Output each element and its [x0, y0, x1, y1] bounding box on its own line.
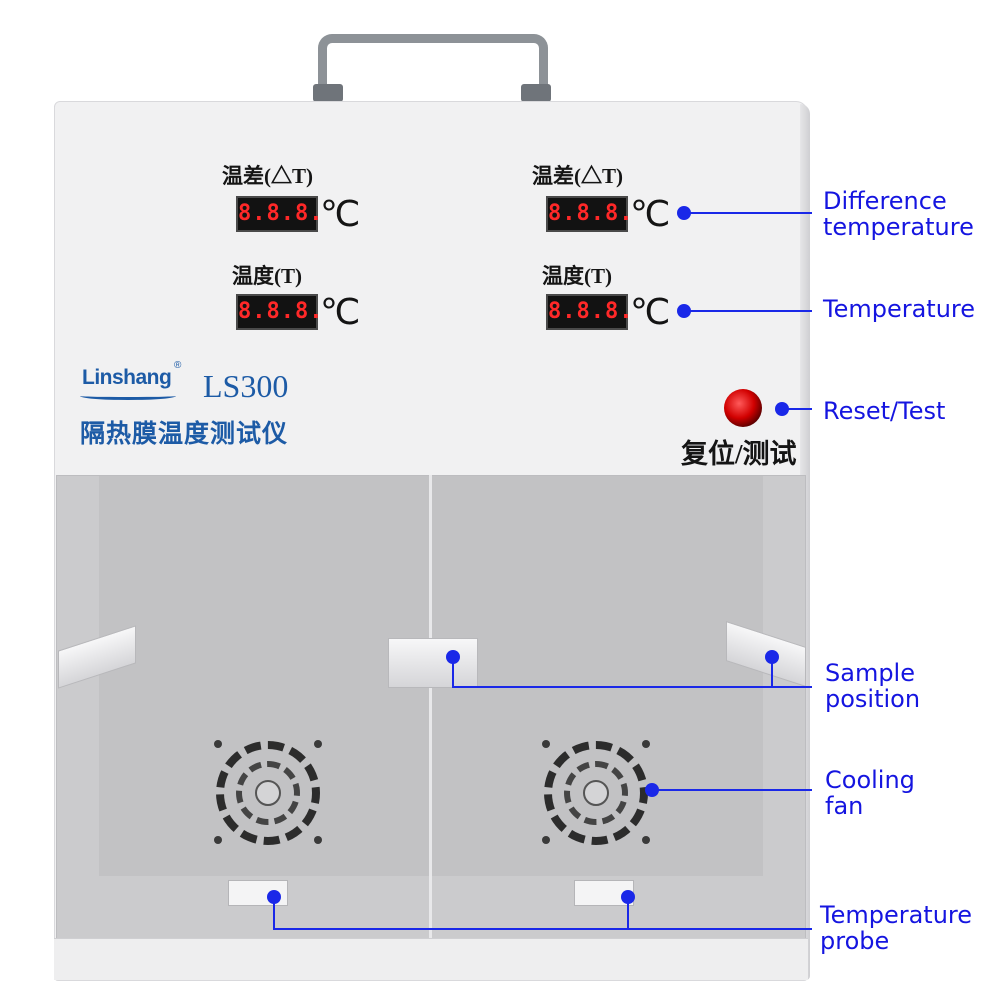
left-delta-display: 8.8.8. [236, 196, 322, 232]
handle-mount-left [313, 84, 343, 102]
left-cooling-fan-icon [216, 741, 320, 845]
callout-reset-test: Reset/Test [823, 397, 946, 425]
callout-temperature: Temperature [823, 295, 976, 323]
left-fan-screw [314, 836, 322, 844]
left-chamber [56, 475, 430, 940]
right-chamber [430, 475, 806, 940]
callout-sample-position: Sample position [825, 659, 921, 713]
left-temp-label: 温度(T) [232, 264, 302, 288]
left-fan-inner-ring [236, 761, 300, 825]
callout-line-temperature [684, 310, 812, 312]
carry-handle [318, 34, 548, 100]
model-number: LS300 [203, 368, 289, 404]
product-name: 隔热膜温度测试仪 [80, 421, 289, 448]
right-fan-screw [542, 740, 550, 748]
brand-logo: Linshang [82, 366, 172, 389]
callout-line-probe [273, 928, 812, 930]
left-delta-label: 温差(△T) [222, 164, 313, 188]
right-temp-unit: ℃ [630, 292, 671, 332]
left-temp-display: 8.8.8. [236, 294, 322, 330]
right-delta-display: 8.8.8. [546, 196, 632, 232]
reset-test-button[interactable] [724, 389, 762, 427]
callout-cooling-fan: Cooling fan [825, 766, 915, 820]
left-temp-unit: ℃ [320, 292, 361, 332]
left-delta-unit: ℃ [320, 194, 361, 234]
callout-line-difference [684, 212, 812, 214]
callout-line-fan [652, 789, 812, 791]
left-fan-screw [214, 836, 222, 844]
right-fan-screw [642, 836, 650, 844]
left-fan-hub [255, 780, 281, 806]
callout-line-probe-left [273, 897, 275, 930]
callout-line-sample [452, 686, 812, 688]
right-temp-label: 温度(T) [542, 264, 612, 288]
right-fan-screw [642, 740, 650, 748]
right-delta-unit: ℃ [630, 194, 671, 234]
left-fan-screw [314, 740, 322, 748]
chamber-floor [54, 938, 808, 980]
center-sample-shelf [388, 638, 478, 688]
brand-swoosh-icon [80, 392, 176, 400]
right-delta-label: 温差(△T) [532, 164, 623, 188]
callout-line-probe-right [627, 897, 629, 930]
reset-test-label: 复位/测试 [681, 439, 797, 469]
callout-line-sample-center [452, 657, 454, 688]
handle-mount-right [521, 84, 551, 102]
registered-mark: ® [174, 360, 182, 371]
right-fan-hub [583, 780, 609, 806]
callout-temperature-probe: Temperature probe [820, 901, 973, 955]
right-cooling-fan-icon [544, 741, 648, 845]
callout-line-sample-right [771, 657, 773, 688]
callout-difference-temperature: Difference temperature [823, 187, 974, 241]
right-temp-display: 8.8.8. [546, 294, 632, 330]
right-fan-screw [542, 836, 550, 844]
callout-line-reset [782, 408, 812, 410]
right-fan-inner-ring [564, 761, 628, 825]
chamber-divider [429, 475, 432, 940]
left-fan-screw [214, 740, 222, 748]
